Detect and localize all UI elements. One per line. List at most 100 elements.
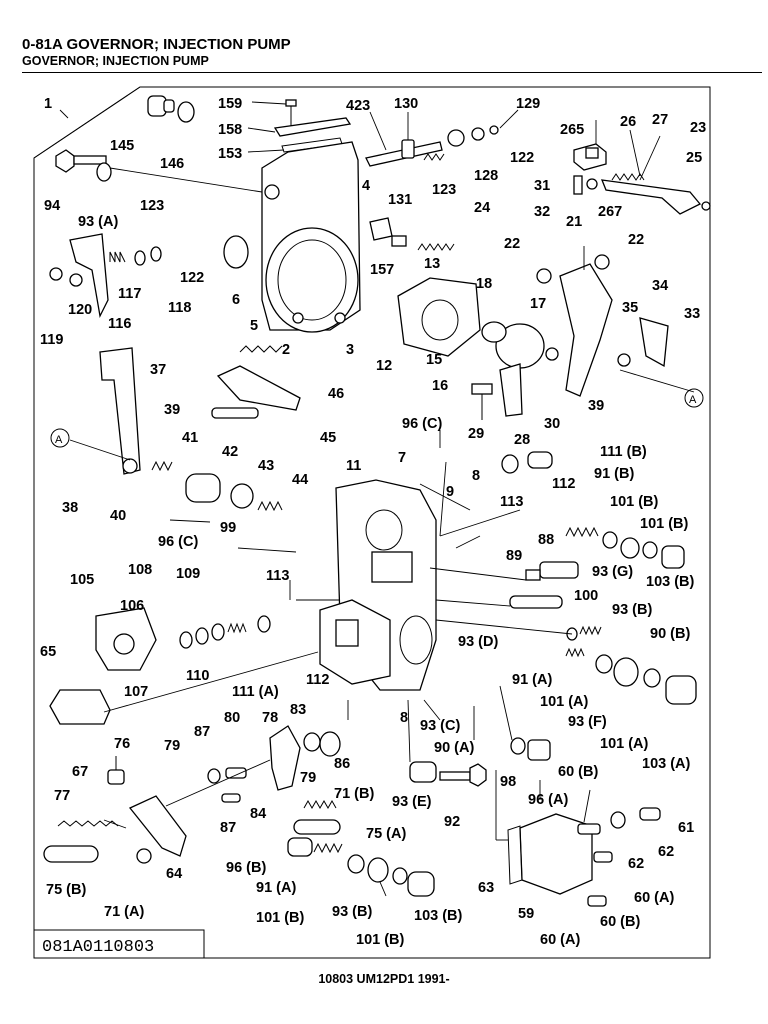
label-145: 145 <box>110 138 134 154</box>
label-13: 13 <box>424 256 440 272</box>
label-31: 31 <box>534 178 550 194</box>
callout-circle-a-upper <box>684 388 704 408</box>
label-60-b-upper: 60 (B) <box>558 764 598 780</box>
part-87-screw <box>207 767 247 803</box>
label-22-right: 22 <box>628 232 644 248</box>
part-117-spring <box>109 246 162 266</box>
label-62-lower: 62 <box>628 856 644 872</box>
part-63-cover <box>507 813 613 907</box>
label-callout-a-right: A <box>689 394 697 406</box>
label-158: 158 <box>218 122 242 138</box>
part-88-fitting <box>525 561 579 581</box>
label-129: 129 <box>516 96 540 112</box>
part-101B-washer-2 <box>642 541 658 559</box>
part-61-screw <box>610 807 661 829</box>
label-46: 46 <box>328 386 344 402</box>
part-75B-pin <box>43 845 99 863</box>
part-23-lever <box>600 173 711 215</box>
label-101-a-right: 101 (A) <box>540 694 589 710</box>
part-65-bracket <box>49 651 319 725</box>
label-119: 119 <box>40 332 63 348</box>
label-38: 38 <box>62 500 78 516</box>
label-65: 65 <box>40 644 56 660</box>
label-118: 118 <box>168 300 191 316</box>
part-28-plate <box>471 363 523 420</box>
label-59: 59 <box>518 906 534 922</box>
label-21: 21 <box>566 214 582 230</box>
drawing-code-box <box>33 929 205 959</box>
label-11: 11 <box>346 458 361 474</box>
label-113-upper: 113 <box>500 494 523 510</box>
part-75A-pin <box>293 819 341 835</box>
label-7: 7 <box>398 450 406 466</box>
part-91A-spring <box>565 647 697 705</box>
label-101-b-bottom: 101 (B) <box>356 932 405 948</box>
part-43-washer <box>230 483 254 509</box>
label-93-b-lower: 93 (B) <box>332 904 372 920</box>
label-103-b-lower: 103 (B) <box>414 908 463 924</box>
page-title: 0-81A GOVERNOR; INJECTION PUMP <box>22 36 291 53</box>
part-265-block <box>573 143 607 171</box>
label-9: 9 <box>446 484 454 500</box>
label-6: 6 <box>232 292 240 308</box>
part-2-governor-housing <box>261 141 361 333</box>
label-8-lower: 8 <box>400 710 408 726</box>
label-40: 40 <box>110 508 126 524</box>
label-26: 26 <box>620 114 636 130</box>
label-91-a-right: 91 (A) <box>512 672 552 688</box>
label-83: 83 <box>290 702 306 718</box>
label-157: 157 <box>370 262 394 278</box>
part-42-sleeve <box>185 473 221 503</box>
part-100-rod <box>509 595 563 609</box>
label-39-right: 39 <box>588 398 604 414</box>
part-41-spring <box>151 460 173 472</box>
label-75-b: 75 (B) <box>46 882 86 898</box>
label-62-upper: 62 <box>658 844 674 860</box>
label-117: 117 <box>118 286 141 302</box>
part-101B-washer <box>602 531 618 549</box>
label-15: 15 <box>426 352 442 368</box>
label-113-lower: 113 <box>266 568 289 584</box>
label-110: 110 <box>186 668 209 684</box>
label-3: 3 <box>346 342 354 358</box>
label-37: 37 <box>150 362 166 378</box>
callout-circle-a-lower <box>50 428 70 448</box>
label-131: 131 <box>388 192 412 208</box>
label-4: 4 <box>362 178 370 194</box>
label-80: 80 <box>224 710 240 726</box>
label-109: 109 <box>176 566 200 582</box>
label-89: 89 <box>506 548 522 564</box>
label-96-a: 96 (A) <box>528 792 568 808</box>
label-101-a-lower: 101 (A) <box>600 736 649 752</box>
part-6-bushing <box>223 235 249 269</box>
label-123-lower: 123 <box>140 198 164 214</box>
part-90B-spring <box>566 625 602 641</box>
label-98: 98 <box>500 774 516 790</box>
label-22-left: 22 <box>504 236 520 252</box>
label-32: 32 <box>534 204 550 220</box>
label-108: 108 <box>128 562 152 578</box>
part-12-housing <box>397 277 481 357</box>
label-101-b-right: 101 (B) <box>640 516 689 532</box>
label-130: 130 <box>394 96 418 112</box>
part-111B-plug <box>501 451 553 474</box>
part-105-bracket <box>95 607 157 671</box>
label-423: 423 <box>346 98 370 114</box>
label-24: 24 <box>474 200 490 216</box>
label-60-b-lower: 60 (B) <box>600 914 640 930</box>
label-12: 12 <box>376 358 392 374</box>
label-107: 107 <box>124 684 148 700</box>
label-45: 45 <box>320 430 336 446</box>
label-87-upper: 87 <box>194 724 210 740</box>
part-21-lever-assembly <box>536 254 613 397</box>
label-267: 267 <box>598 204 622 220</box>
label-61: 61 <box>678 820 694 836</box>
part-24-spring <box>417 243 455 251</box>
label-79-left: 79 <box>164 738 180 754</box>
leader-lines <box>33 86 695 897</box>
footer-serial: 10803 UM12PD1 1991- <box>318 972 450 986</box>
header-divider <box>22 72 762 73</box>
label-93-g: 93 (G) <box>592 564 633 580</box>
label-94: 94 <box>44 198 60 214</box>
label-87-lower: 87 <box>220 820 236 836</box>
